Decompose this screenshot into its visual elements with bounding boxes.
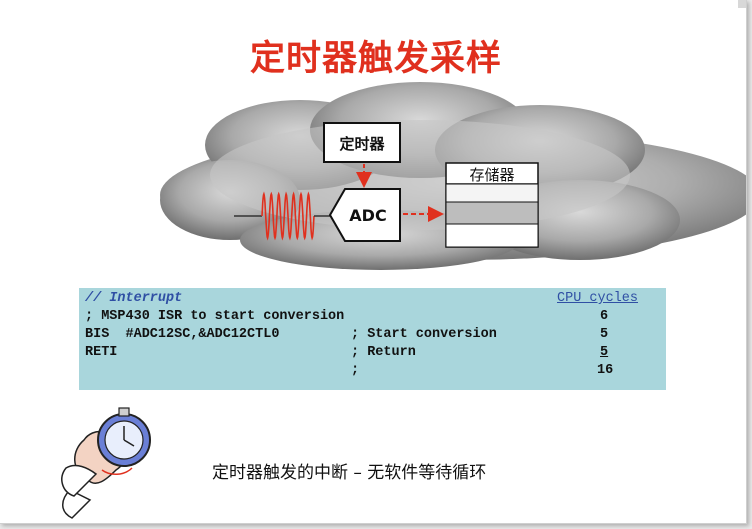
timer-label: 定时器: [339, 135, 385, 153]
code-line-3: RETI: [85, 345, 118, 360]
slide-caption: 定时器触发的中断 – 无软件等待循环: [212, 463, 487, 483]
timer-box: [323, 122, 401, 163]
slide-title: 定时器触发采样: [249, 39, 502, 79]
cycles-line-3: 5: [600, 345, 609, 360]
cycles-line-2: 5: [600, 327, 609, 342]
memory-label: 存储器: [469, 166, 514, 184]
cycles-total: 16: [597, 363, 614, 378]
adc-block: [328, 188, 401, 242]
stopwatch-icon: [61, 407, 151, 519]
isr-code-listing: // Interrupt CPU cycles ; MSP430 ISR to …: [79, 288, 666, 390]
cpu-cycles-header: CPU cycles: [557, 291, 639, 306]
adc-label: ADC: [349, 206, 386, 225]
code-comment-3: ; Return: [351, 345, 416, 360]
code-comment-2: ; Start conversion: [351, 327, 497, 342]
code-line-2: BIS #ADC12SC,&ADC12CTL0: [85, 327, 280, 342]
signal-waveform: [234, 191, 330, 241]
slide-corner: [738, 0, 746, 8]
code-header-comment: // Interrupt: [85, 291, 183, 306]
memory-block: [445, 162, 539, 248]
cycles-line-1: 6: [600, 309, 609, 324]
code-comment-4: ;: [351, 363, 360, 378]
code-line-1: ; MSP430 ISR to start conversion: [85, 309, 345, 324]
